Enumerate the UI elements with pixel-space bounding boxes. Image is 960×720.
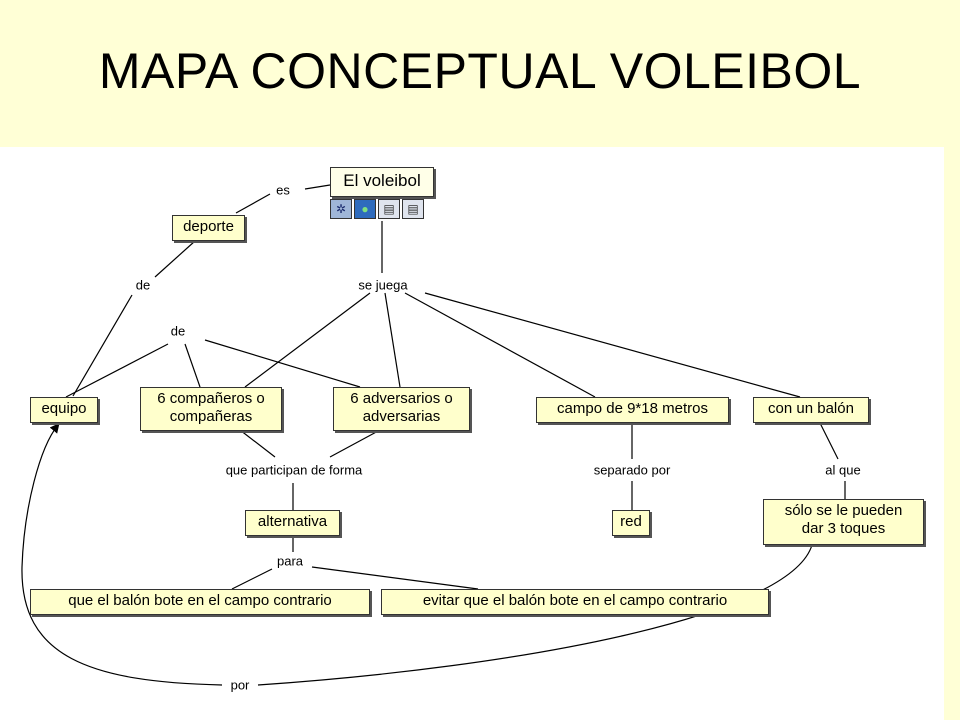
concept-balon[interactable]: con un balón (753, 397, 869, 423)
concept-deporte[interactable]: deporte (172, 215, 245, 241)
link-line (65, 343, 169, 398)
link-que-participan: que participan de forma (223, 462, 365, 478)
concept-evitar[interactable]: evitar que el balón bote en el campo con… (381, 589, 769, 615)
concept-line: compañeras (169, 408, 253, 425)
concept-companeros[interactable]: 6 compañeros o compañeras (140, 387, 282, 431)
concept-line: 6 adversarios o (350, 390, 453, 407)
link-separado-por: separado por (591, 462, 673, 478)
document-icon[interactable]: ▤ (378, 199, 400, 219)
link-line (257, 544, 813, 686)
node-toolbar: ✲ ● ▤ ▤ (330, 199, 424, 219)
link-line (204, 339, 361, 388)
link-line (404, 292, 596, 398)
link-de: de (168, 323, 188, 339)
link-para: para (274, 553, 306, 569)
link-line (239, 429, 276, 458)
link-line (311, 566, 479, 590)
slide-title: MAPA CONCEPTUAL VOLEIBOL (98, 43, 862, 99)
globe-icon[interactable]: ● (354, 199, 376, 219)
document-icon[interactable]: ▤ (402, 199, 424, 219)
link-line (72, 294, 133, 397)
concept-line: adversarias (362, 408, 441, 425)
concept-campo[interactable]: campo de 9*18 metros (536, 397, 729, 423)
concept-line: dar 3 toques (801, 520, 886, 537)
concept-alternativa[interactable]: alternativa (245, 510, 340, 536)
concept-map: El voleibol ✲ ● ▤ ▤ deporte equipo 6 com… (0, 147, 944, 720)
link-line (21, 423, 223, 686)
link-de: de (133, 277, 153, 293)
link-line (384, 292, 401, 388)
concept-voleibol[interactable]: El voleibol (330, 167, 434, 197)
link-line (244, 292, 371, 388)
link-al-que: al que (823, 462, 863, 478)
link-line (424, 292, 801, 398)
concept-equipo[interactable]: equipo (30, 397, 98, 423)
link-line (231, 568, 273, 590)
connection-lines (21, 184, 846, 686)
link-por: por (228, 677, 252, 693)
link-es: es (274, 182, 292, 198)
link-line (154, 240, 196, 278)
concept-line: 6 compañeros o (157, 390, 265, 407)
concept-map-icon[interactable]: ✲ (330, 199, 352, 219)
concept-toques[interactable]: sólo se le pueden dar 3 toques (763, 499, 924, 545)
concept-adversarios[interactable]: 6 adversarios o adversarias (333, 387, 470, 431)
link-line (235, 193, 271, 214)
concept-bote[interactable]: que el balón bote en el campo contrario (30, 589, 370, 615)
concept-line: sólo se le pueden (784, 502, 903, 519)
link-se-juega: se juega (356, 277, 410, 293)
link-line (819, 422, 839, 460)
concept-red[interactable]: red (612, 510, 650, 536)
link-line (329, 429, 381, 458)
link-line (184, 343, 201, 388)
link-line (304, 184, 331, 190)
